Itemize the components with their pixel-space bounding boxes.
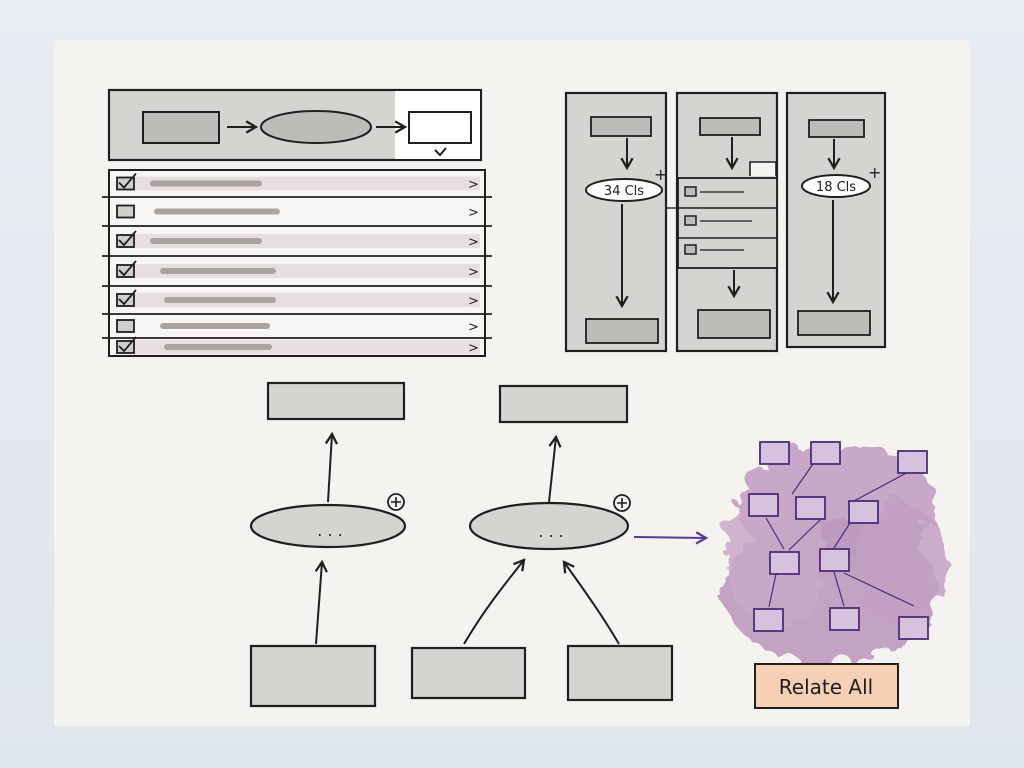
row-label-placeholder: [164, 344, 272, 350]
chevron-right-icon[interactable]: >: [468, 341, 479, 356]
slide-canvas: > > > > > > > 34 Cls + 18 Cls +: [54, 40, 970, 726]
relation-node[interactable]: [848, 500, 879, 524]
column-left-top-box: [590, 116, 652, 137]
row-highlight: [120, 264, 480, 278]
merge-flow: . . . . . .: [249, 381, 709, 708]
relation-nodes: [748, 441, 929, 640]
relation-node[interactable]: [753, 608, 784, 632]
column-left-bottom-box: [585, 318, 659, 344]
chevron-right-icon[interactable]: >: [468, 265, 479, 280]
row-label-placeholder: [164, 297, 276, 303]
checkmark-icon: [118, 260, 137, 277]
row-highlight: [120, 340, 480, 354]
chevron-right-icon[interactable]: >: [468, 294, 479, 309]
row-highlight: [120, 293, 480, 307]
cls-count-oval-left: [585, 178, 663, 202]
row-label-placeholder: [160, 323, 270, 329]
column-flows: 34 Cls + 18 Cls +: [564, 91, 887, 353]
checkbox-icon[interactable]: [684, 186, 697, 197]
cls-count-right: 18 Cls: [816, 180, 856, 195]
checkbox-icon[interactable]: [116, 319, 135, 333]
plus-icon-stroke: [391, 497, 401, 507]
checkmark-icon: [118, 289, 137, 306]
row-label-placeholder: [150, 180, 262, 187]
panel-tab: [749, 161, 777, 176]
checkmark-icon: [118, 230, 137, 247]
sketch-diagram: > > > > > > > 34 Cls + 18 Cls +: [102, 88, 942, 709]
ellipsis-label: . . .: [317, 521, 342, 540]
arrow-icon: [562, 560, 620, 645]
relation-node[interactable]: [769, 551, 800, 575]
target-dropdown[interactable]: [408, 111, 472, 144]
plus-icon[interactable]: +: [654, 165, 667, 184]
arrow-icon: [314, 559, 328, 645]
chevron-right-icon[interactable]: >: [468, 178, 479, 193]
source-box: [142, 111, 220, 144]
relation-node[interactable]: [795, 496, 826, 520]
column-right-bottom-box: [797, 310, 871, 336]
arrow-icon: [463, 558, 526, 645]
relation-node[interactable]: [819, 548, 850, 572]
checkmark-icon: [118, 336, 137, 353]
relation-node[interactable]: [829, 607, 860, 631]
relation-cloud: Relate All: [716, 440, 942, 709]
column-middle-bottom-box: [697, 309, 771, 339]
checkbox-icon[interactable]: [684, 215, 697, 226]
node-links: [765, 463, 915, 608]
chevron-down-icon: [434, 147, 447, 157]
relation-node[interactable]: [898, 616, 929, 640]
input-box-left: [249, 644, 377, 708]
row-highlight: [120, 234, 480, 248]
header-flow: [107, 88, 483, 162]
row-label-placeholder: [150, 238, 262, 244]
merge-oval-right: [468, 501, 630, 551]
arrow-icon: [324, 431, 339, 503]
input-box-right: [566, 644, 674, 702]
row-label-placeholder: [154, 208, 280, 215]
relate-all-label: Relate All: [779, 675, 873, 699]
column-right-top-box: [808, 119, 865, 138]
relation-node[interactable]: [897, 450, 928, 474]
chevron-right-icon[interactable]: >: [468, 235, 479, 250]
column-middle-top-box: [699, 117, 761, 136]
plus-icon-stroke: [617, 498, 627, 508]
ellipsis-label: . . .: [538, 522, 563, 541]
chevron-right-icon[interactable]: >: [468, 320, 479, 335]
output-box-right: [498, 384, 629, 424]
checklist: > > > > > > >: [102, 169, 492, 357]
output-box-left: [266, 381, 406, 421]
input-box-middle: [410, 646, 527, 700]
relation-node[interactable]: [810, 441, 841, 465]
row-label-placeholder: [160, 268, 276, 274]
relate-arrow: [633, 531, 709, 545]
checkmark-icon: [118, 172, 137, 189]
process-oval: [260, 110, 372, 144]
merge-oval-left: [249, 503, 407, 549]
relation-node[interactable]: [759, 441, 790, 465]
plus-icon[interactable]: +: [868, 163, 881, 182]
arrow-icon: [548, 434, 562, 503]
chevron-right-icon[interactable]: >: [468, 206, 479, 221]
checkbox-icon[interactable]: [116, 204, 135, 219]
row-highlight: [120, 176, 480, 191]
checkbox-icon[interactable]: [684, 244, 697, 255]
relation-node[interactable]: [748, 493, 779, 517]
cls-count-oval-right: [801, 174, 871, 198]
cls-count-left: 34 Cls: [604, 184, 644, 199]
relate-all-button[interactable]: [754, 663, 899, 709]
